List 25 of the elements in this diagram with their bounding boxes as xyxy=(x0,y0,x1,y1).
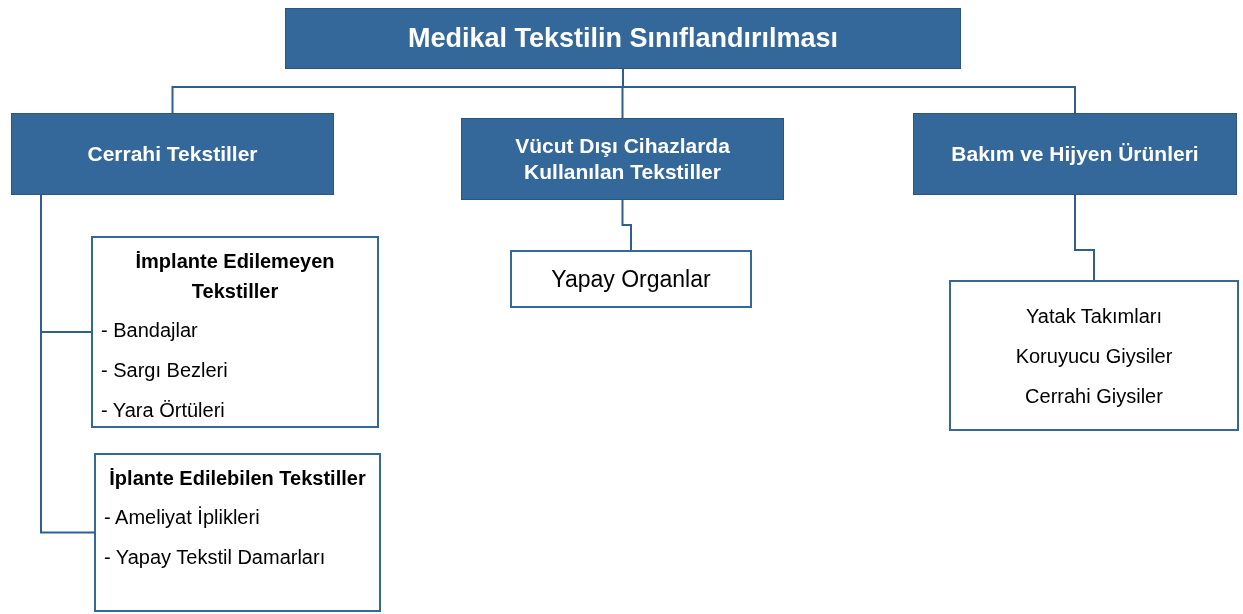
connector-line xyxy=(621,199,632,251)
box-label: Bakım ve Hijyen Ürünleri xyxy=(951,140,1199,167)
item-label: Yatak Takımları xyxy=(1026,303,1162,329)
item-box xyxy=(949,280,1239,431)
category-box xyxy=(461,118,784,200)
item-label: Cerrahi Giysiler xyxy=(1025,383,1163,409)
item-label: Koruyucu Giysiler xyxy=(1015,343,1173,369)
list-heading: İmplante Edilemeyen Tekstiller xyxy=(134,249,336,304)
list-item: - Yapay Tekstil Damarları xyxy=(104,545,327,570)
item-label: Yapay Organlar xyxy=(551,265,711,294)
list-box xyxy=(91,236,379,428)
list-item: - Ameliyat İplikleri xyxy=(104,505,261,530)
list-item: - Sargı Bezleri xyxy=(101,358,229,383)
list-item: - Bandajlar xyxy=(101,318,199,343)
list-box xyxy=(94,453,381,612)
box-label: Medikal Tekstilin Sınıflandırılması xyxy=(407,21,839,55)
category-box xyxy=(913,113,1237,195)
category-box xyxy=(11,113,334,195)
box-label: Vücut Dışı Cihazlarda Kullanılan Tekstiller xyxy=(514,132,731,185)
list-heading: İplante Edilebilen Tekstiller xyxy=(108,466,367,491)
title-box xyxy=(285,8,961,69)
list-item: - Yara Örtüleri xyxy=(101,398,226,423)
box-label: Cerrahi Tekstiller xyxy=(87,140,258,167)
connector-line xyxy=(1074,194,1095,281)
item-box xyxy=(510,250,752,308)
